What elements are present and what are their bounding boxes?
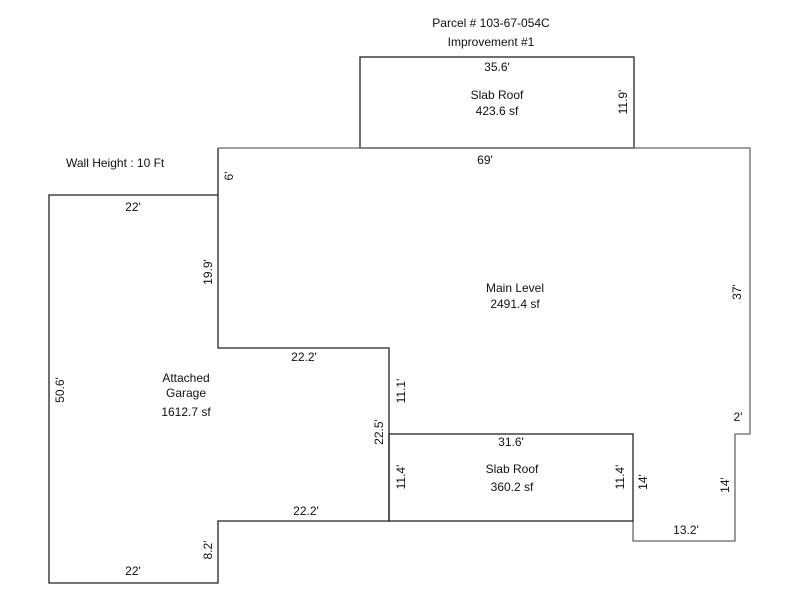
garage-outline — [48, 194, 390, 584]
parcel-number: Parcel # 103-67-054C — [432, 16, 550, 30]
improvement-label: Improvement #1 — [448, 35, 535, 49]
dim-bump-right: 14' — [718, 477, 732, 493]
dim-main-right: 37' — [730, 284, 744, 300]
dim-bottom-slab-right: 11.4' — [613, 465, 627, 490]
top-slab-name: Slab Roof — [471, 88, 524, 102]
dim-bump-left: 14' — [636, 474, 650, 490]
main-level-name: Main Level — [486, 281, 544, 295]
garage-area: 1612.7 sf — [161, 405, 211, 419]
dim-bottom-slab-width: 31.6' — [498, 435, 524, 449]
dim-bump-bottom: 13.2' — [673, 523, 699, 537]
dim-bottom-slab-left: 11.4' — [394, 465, 408, 490]
dim-garage-bottom: 22' — [125, 564, 141, 578]
dim-garage-jog: 8.2' — [201, 541, 215, 560]
dim-garage-right: 22.5' — [372, 419, 386, 445]
dim-right-notch: 2' — [734, 410, 743, 424]
dim-garage-top: 22' — [125, 200, 141, 214]
dim-main-step-down: 11.1' — [394, 379, 408, 404]
bottom-slab-area: 360.2 sf — [491, 480, 534, 494]
dim-garage-bottom-step: 22.2' — [293, 504, 319, 518]
top-slab-area: 423.6 sf — [476, 104, 519, 118]
main-level-outline — [218, 147, 751, 542]
wall-height-label: Wall Height : 10 Ft — [66, 156, 165, 170]
dim-main-top: 69' — [477, 153, 493, 167]
garage-name-line1: Attached — [162, 371, 209, 385]
bottom-slab-roof-outline — [388, 433, 634, 522]
dim-garage-left: 50.6' — [53, 377, 67, 403]
bottom-slab-name: Slab Roof — [486, 462, 539, 476]
dim-top-slab-width: 35.6' — [484, 60, 510, 74]
dim-main-left: 19.9' — [201, 259, 215, 285]
dim-main-step: 22.2' — [291, 350, 317, 364]
dim-top-slab-height: 11.9' — [616, 90, 630, 115]
garage-name-line2: Garage — [166, 386, 206, 400]
main-level-area: 2491.4 sf — [490, 297, 540, 311]
dim-main-left-short: 6' — [222, 172, 236, 181]
